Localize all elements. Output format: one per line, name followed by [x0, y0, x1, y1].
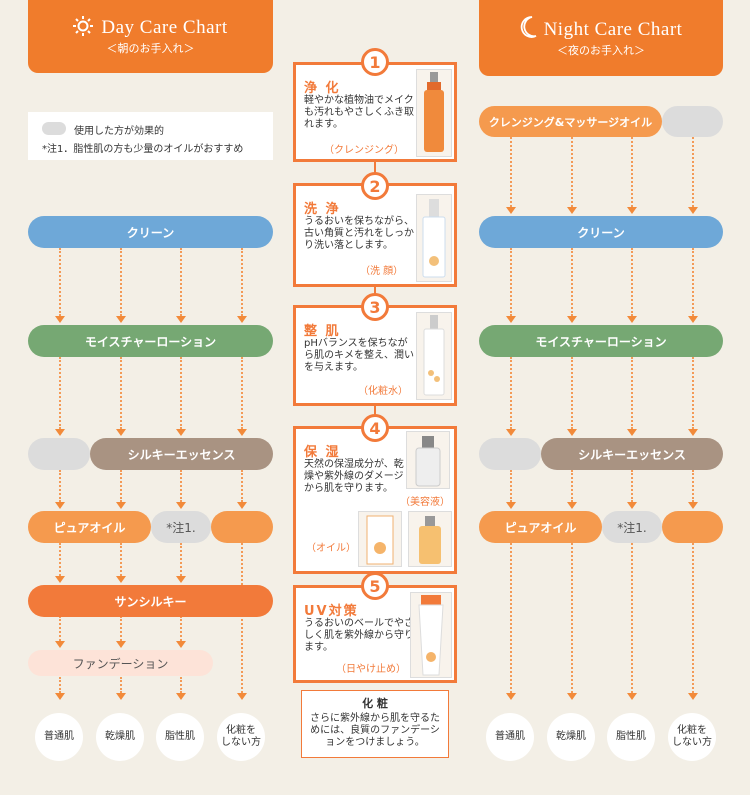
step-2-number: 2: [361, 172, 389, 200]
day-moisture-bar: モイスチャーローション: [28, 325, 273, 357]
step-5-number: 5: [361, 572, 389, 600]
legend-gray-swatch: [42, 122, 66, 135]
makeup-note-box: 化 粧 さらに紫外線から肌を守るためには、良質のファンデーションをつけましょう。: [301, 690, 449, 758]
makeup-note-text: さらに紫外線から肌を守るためには、良質のファンデーションをつけましょう。: [310, 713, 440, 748]
night-silky-essence-bar: シルキーエッセンス: [541, 438, 723, 470]
day-silky-essence-bar: シルキーエッセンス: [90, 438, 273, 470]
night-cleansing-gray-bar: [662, 106, 723, 137]
day-oil-extra-bar: [211, 511, 273, 543]
day-care-title: Day Care Chart: [28, 16, 273, 42]
legend-box: 使用した方が効果的 *注1．脂性肌の方も少量のオイルがおすすめ: [28, 112, 273, 160]
step-4-oil-bottle-image: [408, 511, 452, 567]
day-clean-bar: クリーン: [28, 216, 273, 248]
step-4-number: 4: [361, 414, 389, 442]
step-1-heading: 浄 化: [304, 81, 341, 96]
night-skin-normal: 普通肌: [486, 713, 534, 761]
step-4-caption-essence: （美容液）: [400, 497, 450, 508]
step-5-panel: UV対策 うるおいのベールでやさしく肌を紫外線から守ります。 （日やけ止め）: [293, 585, 457, 683]
day-skin-normal: 普通肌: [35, 713, 83, 761]
step-5-product-image: [410, 592, 452, 678]
night-clean-bar: クリーン: [479, 216, 723, 248]
night-skin-oily: 脂性肌: [607, 713, 655, 761]
makeup-note-title: 化 粧: [362, 697, 388, 710]
day-silky-gray-bar: [28, 438, 90, 470]
step-3-panel: 整 肌 pHバランスを保ちながら肌のキメを整え、潤いを与えます。 （化粧水）: [293, 305, 457, 406]
step-4-caption-oil: （オイル）: [306, 543, 356, 554]
step-4-description: 天然の保湿成分が、乾燥や紫外線のダメージから肌を守ります。: [304, 459, 404, 494]
step-5-heading: UV対策: [304, 604, 359, 619]
step-3-product-image: [416, 312, 452, 400]
legend-note-text: *注1．脂性肌の方も少量のオイルがおすすめ: [42, 144, 244, 155]
step-5-caption: （日やけ止め）: [336, 664, 406, 675]
step-3-heading: 整 肌: [304, 324, 341, 339]
night-note1-bar: *注1.: [602, 511, 662, 543]
night-care-subtitle: ＜夜のお手入れ＞: [557, 44, 645, 57]
step-1-product-image: [416, 69, 452, 157]
day-foundation-bar: ファンデーション: [28, 650, 213, 676]
night-care-title: Night Care Chart: [479, 16, 723, 44]
step-2-caption: （洗 顔）: [360, 266, 404, 277]
step-3-caption: （化粧水）: [358, 386, 408, 397]
night-skin-dry: 乾燥肌: [547, 713, 595, 761]
day-sun-silky-bar: サンシルキー: [28, 585, 273, 617]
step-1-panel: 浄 化 軽やかな植物油でメイクも汚れもやさしくふき取れます。 （クレンジング）: [293, 62, 457, 162]
step-4-essence-image: [406, 431, 450, 489]
night-cleansing-oil-bar: クレンジング&マッサージオイル: [479, 106, 662, 137]
step-4-heading: 保 湿: [304, 445, 341, 460]
step-2-panel: 洗 浄 うるおいを保ちながら、古い角質と汚れをしっかり洗い落とします。 （洗 顔…: [293, 183, 457, 287]
step-2-product-image: [416, 194, 452, 282]
night-moisture-bar: モイスチャーローション: [479, 325, 723, 357]
day-skin-oily: 脂性肌: [156, 713, 204, 761]
day-note1-bar: *注1.: [151, 511, 211, 543]
sun-icon: [73, 16, 94, 42]
step-5-description: うるおいのベールでやさしく肌を紫外線から守ります。: [304, 618, 414, 653]
day-pure-oil-bar: ピュアオイル: [28, 511, 151, 543]
step-1-description: 軽やかな植物油でメイクも汚れもやさしくふき取れます。: [304, 95, 414, 130]
moon-icon: [520, 16, 538, 44]
step-2-heading: 洗 浄: [304, 202, 341, 217]
step-connector-3: [374, 406, 376, 420]
day-skin-dry: 乾燥肌: [96, 713, 144, 761]
step-connector-1: [374, 162, 376, 176]
day-skin-nomakeup: 化粧を しない方: [217, 713, 265, 761]
night-silky-gray-bar: [479, 438, 541, 470]
step-1-number: 1: [361, 48, 389, 76]
step-3-description: pHバランスを保ちながら肌のキメを整え、潤いを与えます。: [304, 338, 414, 373]
step-4-oil-box-image: [358, 511, 402, 567]
step-3-number: 3: [361, 293, 389, 321]
day-care-subtitle: ＜朝のお手入れ＞: [106, 42, 195, 55]
night-oil-extra-bar: [662, 511, 723, 543]
night-pure-oil-bar: ピュアオイル: [479, 511, 602, 543]
legend-effective-text: 使用した方が効果的: [74, 126, 164, 137]
step-4-panel: 保 湿 天然の保湿成分が、乾燥や紫外線のダメージから肌を守ります。 （美容液） …: [293, 426, 457, 574]
step-1-caption: （クレンジング）: [324, 145, 404, 156]
night-skin-nomakeup: 化粧を しない方: [668, 713, 716, 761]
night-care-header: Night Care Chart ＜夜のお手入れ＞: [479, 0, 723, 76]
step-2-description: うるおいを保ちながら、古い角質と汚れをしっかり洗い落とします。: [304, 216, 414, 251]
day-care-header: Day Care Chart ＜朝のお手入れ＞: [28, 0, 273, 73]
